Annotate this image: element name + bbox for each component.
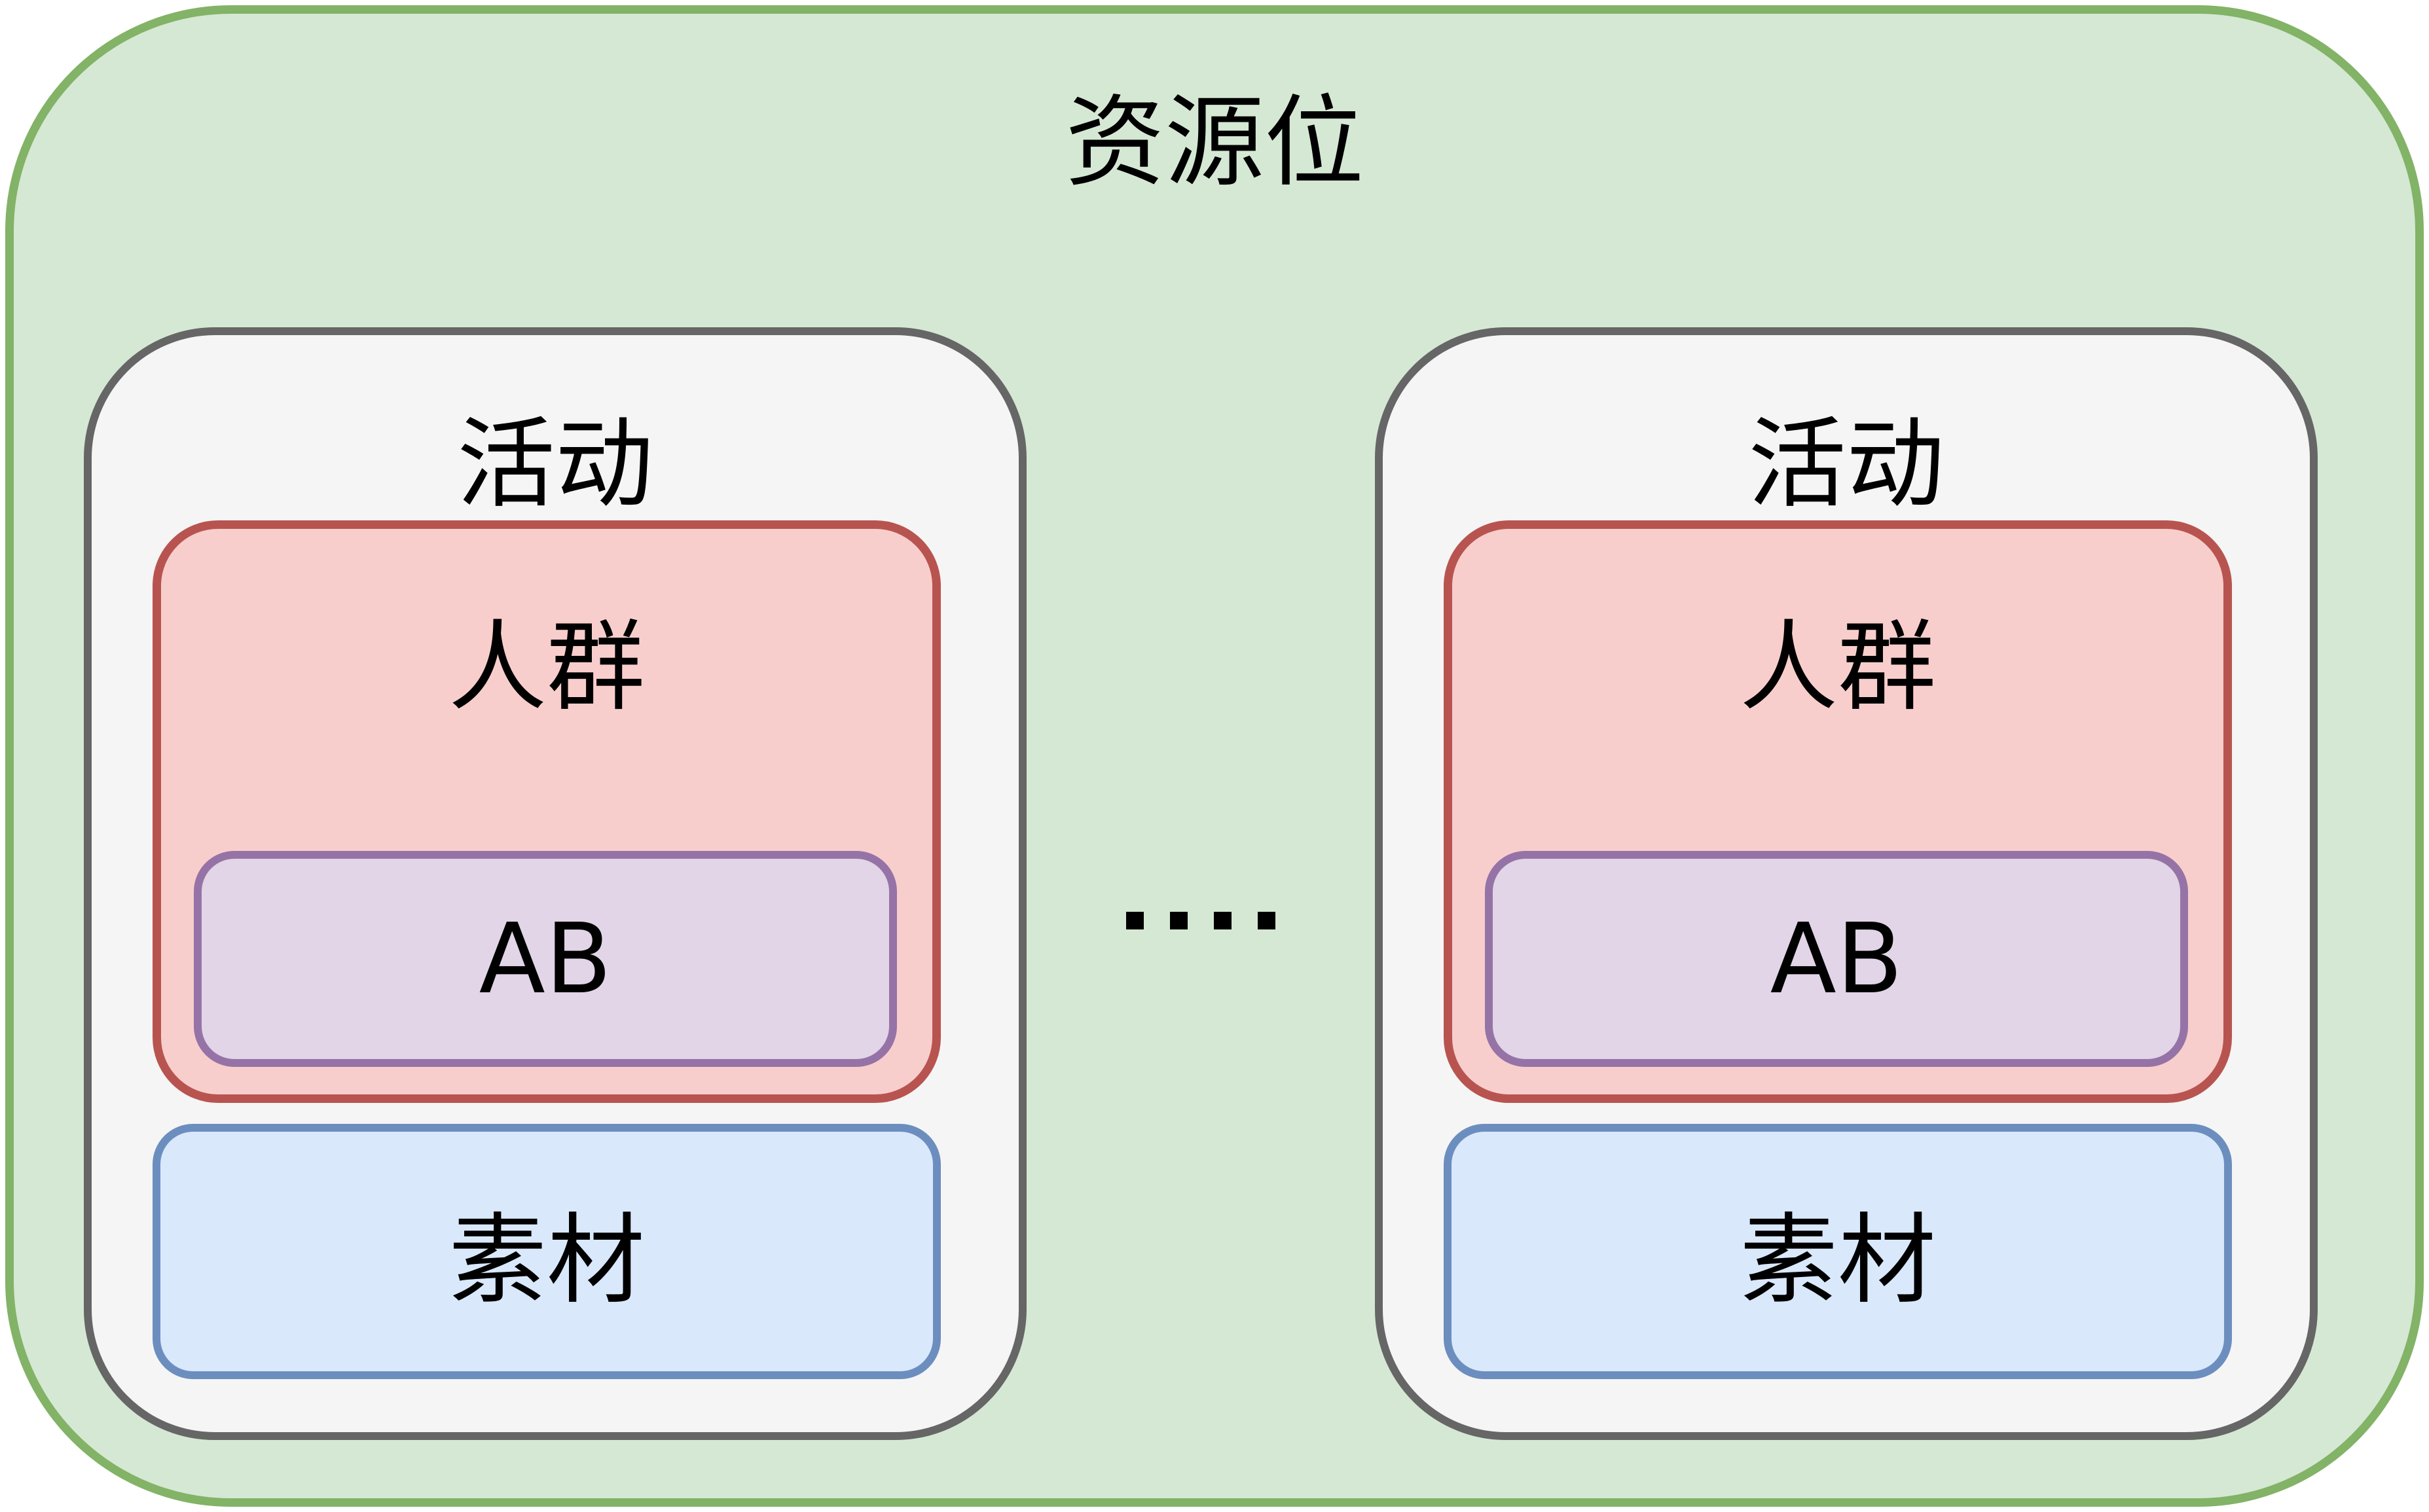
ellipsis-dot	[1170, 911, 1188, 929]
ellipsis-dot	[1126, 911, 1144, 929]
resource-slot-container: 资源位 活动 人群 AB 素材 活动 人群 AB 素材	[5, 5, 2424, 1507]
activity-card-2: 活动 人群 AB 素材	[1375, 327, 2318, 1440]
ab-test-box: AB	[1485, 851, 2188, 1067]
activity-title: 活动	[456, 408, 653, 522]
resource-slot-title: 资源位	[1065, 84, 1364, 200]
more-activities-ellipsis-icon	[1027, 911, 1375, 929]
ellipsis-dot	[1214, 911, 1232, 929]
audience-label: 人群	[448, 611, 645, 725]
material-box: 素材	[1444, 1124, 2232, 1379]
ab-test-box: AB	[194, 851, 897, 1067]
audience-box: 人群 AB	[1444, 520, 2232, 1103]
ellipsis-dot	[1258, 911, 1275, 929]
audience-box: 人群 AB	[153, 520, 941, 1103]
activity-card-1: 活动 人群 AB 素材	[84, 327, 1027, 1440]
audience-label: 人群	[1739, 611, 1936, 725]
activity-title: 活动	[1747, 408, 1945, 522]
material-box: 素材	[153, 1124, 941, 1379]
